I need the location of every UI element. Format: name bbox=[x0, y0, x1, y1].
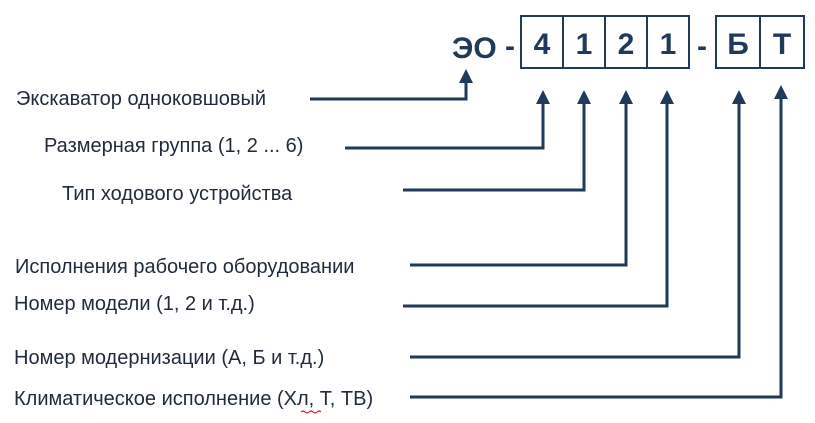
leader-equipment bbox=[410, 104, 628, 267]
arrowhead-modernization bbox=[732, 90, 746, 104]
leader-climate bbox=[410, 99, 783, 399]
digit-box-1 bbox=[520, 15, 564, 69]
arrowhead-excavator bbox=[459, 69, 473, 83]
label-model-number: Номер модели (1, 2 и т.д.) bbox=[14, 293, 255, 315]
leader-modernization bbox=[410, 104, 741, 359]
label-size-group: Размерная группа (1, 2 ... 6) bbox=[44, 135, 303, 157]
label-excavator: Экскаватор одноковшовый bbox=[16, 88, 266, 110]
arrowhead-chassis-type bbox=[577, 90, 591, 104]
code-prefix: ЭО bbox=[452, 32, 497, 65]
code-digit-2: 1 bbox=[576, 28, 593, 61]
code-digit-1: 4 bbox=[534, 28, 551, 61]
suffix-box-2 bbox=[759, 15, 805, 69]
code-suffix-2: Т bbox=[773, 28, 791, 61]
digit-box-4 bbox=[646, 15, 690, 69]
digit-box-3 bbox=[604, 15, 648, 69]
label-modernization: Номер модернизации (А, Б и т.д.) bbox=[14, 347, 324, 369]
spellcheck-underline bbox=[300, 410, 322, 414]
suffix-box-1 bbox=[715, 15, 761, 69]
arrowhead-model-number bbox=[660, 90, 674, 104]
digit-box-2 bbox=[562, 15, 606, 69]
code-suffix-boxes: Б Т bbox=[715, 15, 805, 69]
arrowhead-climate bbox=[774, 85, 788, 99]
leader-excavator bbox=[310, 83, 468, 101]
arrowhead-size-group bbox=[536, 90, 550, 104]
leader-size-group bbox=[345, 104, 545, 150]
arrowhead-equipment bbox=[619, 90, 633, 104]
label-equipment: Исполнения рабочего оборудовании bbox=[15, 256, 354, 278]
code-digit-4: 1 bbox=[660, 28, 677, 61]
label-chassis-type: Тип ходового устройства bbox=[62, 183, 293, 205]
label-climate: Климатическое исполнение (Хл, Т, ТВ) bbox=[14, 388, 373, 410]
leader-chassis-type bbox=[403, 104, 586, 192]
leader-model-number bbox=[403, 104, 669, 308]
code-suffix-1: Б bbox=[727, 28, 749, 61]
code-digit-3: 2 bbox=[618, 28, 635, 61]
code-digit-boxes: 4 1 2 1 bbox=[520, 15, 690, 69]
code-dash-2: - bbox=[697, 30, 707, 63]
code-dash-1: - bbox=[505, 30, 515, 63]
